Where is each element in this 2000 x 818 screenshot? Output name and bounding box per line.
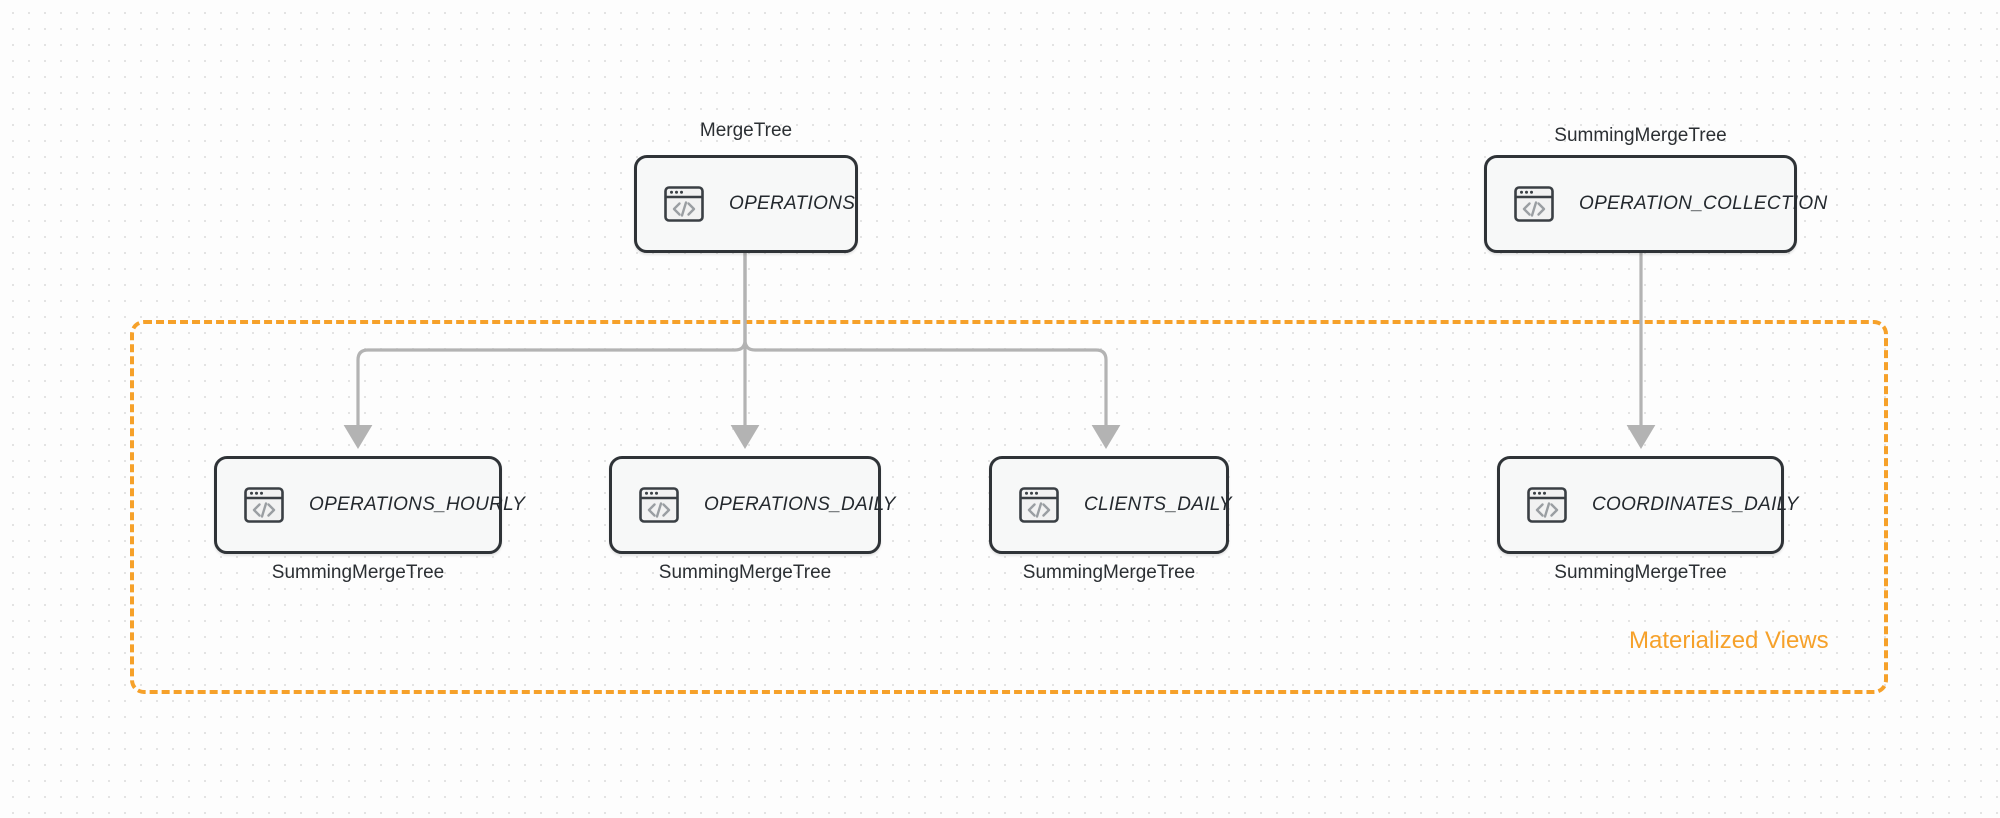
code-window-icon xyxy=(636,482,682,528)
engine-label-clients-daily: SummingMergeTree xyxy=(1022,562,1196,583)
node-title: OPERATIONS_DAILY xyxy=(704,494,896,515)
code-window-icon xyxy=(661,181,707,227)
node-operations-hourly[interactable]: OPERATIONS_HOURLY xyxy=(214,456,525,554)
code-window-icon xyxy=(1511,181,1557,227)
code-window-icon xyxy=(1524,482,1570,528)
node-operation-collection[interactable]: OPERATION_COLLECTION xyxy=(1484,155,1827,253)
node-title: OPERATION_COLLECTION xyxy=(1579,193,1828,214)
code-window-icon xyxy=(1016,482,1062,528)
node-title: CLIENTS_DAILY xyxy=(1084,494,1232,515)
materialized-views-group-label: Materialized Views xyxy=(1629,627,1829,654)
node-title: COORDINATES_DAILY xyxy=(1592,494,1799,515)
node-title: OPERATIONS xyxy=(729,193,856,214)
engine-label-operation-collection: SummingMergeTree xyxy=(1554,125,1727,146)
node-operations-daily[interactable]: OPERATIONS_DAILY xyxy=(609,456,895,554)
engine-label-operations-daily: SummingMergeTree xyxy=(658,562,832,583)
node-coordinates-daily[interactable]: COORDINATES_DAILY xyxy=(1497,456,1798,554)
engine-label-operations-hourly: SummingMergeTree xyxy=(271,562,445,583)
engine-label-operations: MergeTree xyxy=(699,120,793,141)
node-clients-daily[interactable]: CLIENTS_DAILY xyxy=(989,456,1232,554)
node-title: OPERATIONS_HOURLY xyxy=(309,494,526,515)
code-window-icon xyxy=(241,482,287,528)
engine-label-coordinates-daily: SummingMergeTree xyxy=(1554,562,1727,583)
node-operations[interactable]: OPERATIONS xyxy=(634,155,858,253)
